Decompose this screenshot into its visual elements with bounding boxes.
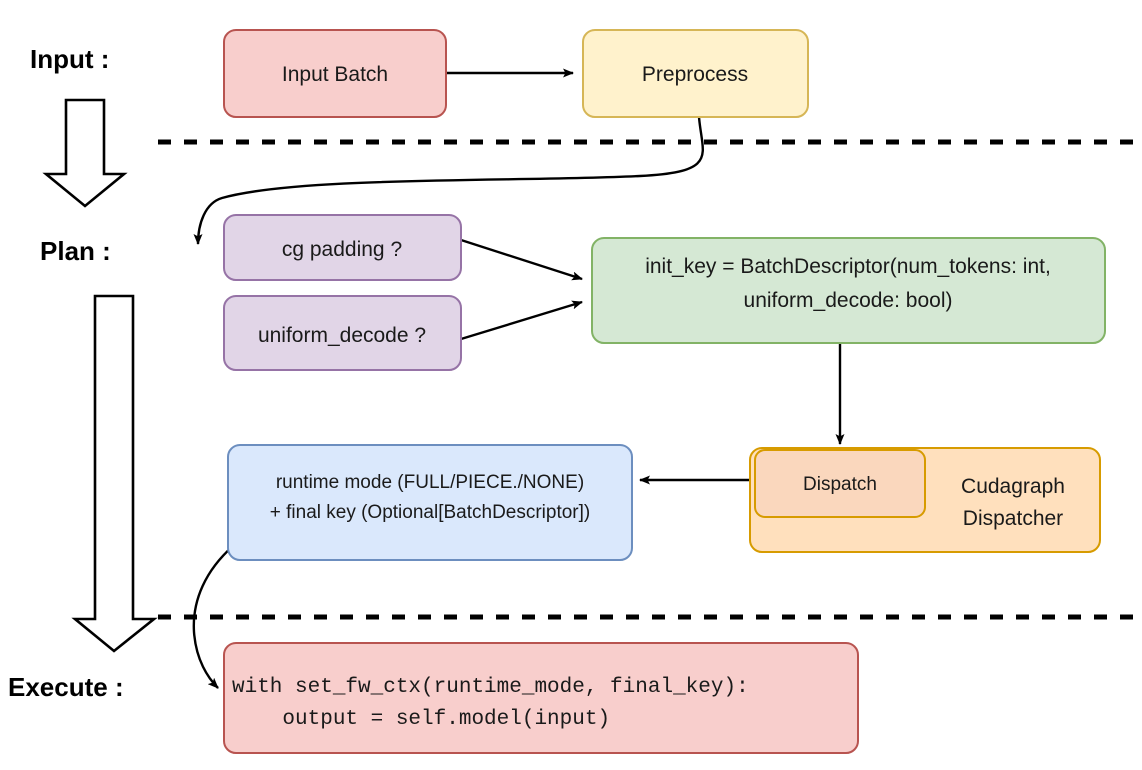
cudagraph-dispatcher-label-line1: Cudagraph xyxy=(961,475,1065,498)
cg-padding-label: cg padding ? xyxy=(282,238,402,261)
cg-padding-to-init-key-arrow xyxy=(460,238,583,281)
cg-padding-box[interactable] xyxy=(223,214,462,281)
stage-label-input: Input : xyxy=(30,44,109,74)
node-uniform-decode[interactable]: uniform_decode ? xyxy=(223,295,462,371)
cudagraph-dispatcher-label-line2: Dispatcher xyxy=(963,507,1063,530)
node-input-batch[interactable]: Input Batch xyxy=(223,29,447,118)
uniform-decode-box[interactable] xyxy=(223,295,462,371)
node-preprocess[interactable]: Preprocess xyxy=(582,29,809,118)
execute-code-box[interactable] xyxy=(223,642,859,754)
stage-label-execute: Execute : xyxy=(8,672,124,702)
stage-label-plan: Plan : xyxy=(40,236,111,266)
node-cg-padding[interactable]: cg padding ? xyxy=(223,214,462,281)
input-batch-label: Input Batch xyxy=(282,63,388,86)
node-init-key[interactable]: init_key = BatchDescriptor(num_tokens: i… xyxy=(591,237,1106,344)
preprocess-box[interactable] xyxy=(582,29,809,118)
runtime-mode-label-line2: + final key (Optional[BatchDescriptor]) xyxy=(270,502,591,523)
runtime-mode-to-execute-code-arrow xyxy=(192,545,234,689)
input-batch-box[interactable] xyxy=(223,29,447,118)
input-to-plan-arrow xyxy=(42,98,128,208)
preprocess-to-cg-padding-arrow xyxy=(193,116,705,245)
dispatch-box[interactable] xyxy=(754,449,926,518)
execute-code-line2: output = self.model(input) xyxy=(232,708,610,731)
preprocess-label: Preprocess xyxy=(642,63,748,86)
uniform-decode-label: uniform_decode ? xyxy=(258,324,426,347)
execute-code-line1: with set_fw_ctx(runtime_mode, final_key)… xyxy=(232,676,749,699)
node-execute-code[interactable]: with set_fw_ctx(runtime_mode, final_key)… xyxy=(223,642,859,754)
node-dispatch[interactable]: Dispatch xyxy=(754,449,926,518)
init-key-label-line1: init_key = BatchDescriptor(num_tokens: i… xyxy=(645,255,1051,278)
init-key-box[interactable] xyxy=(591,237,1106,344)
uniform-decode-to-init-key-arrow xyxy=(460,300,583,341)
runtime-mode-label-line1: runtime mode (FULL/PIECE./NONE) xyxy=(276,472,584,493)
plan-to-execute-arrow xyxy=(71,294,158,653)
init-key-label-line2: uniform_decode: bool) xyxy=(744,289,953,312)
runtime-mode-box[interactable] xyxy=(227,444,633,561)
dispatch-label: Dispatch xyxy=(803,474,877,495)
node-runtime-mode[interactable]: runtime mode (FULL/PIECE./NONE) + final … xyxy=(227,444,633,561)
